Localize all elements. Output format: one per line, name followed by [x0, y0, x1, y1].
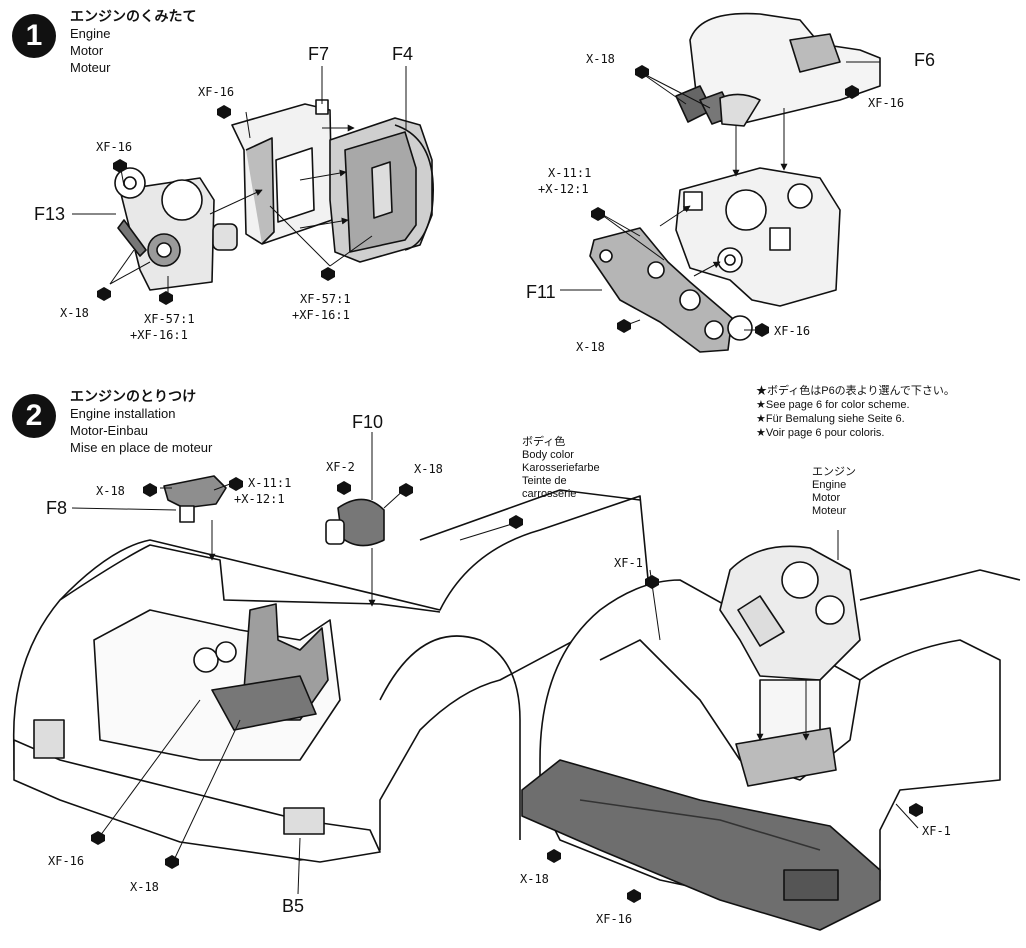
label-xf16-f13: XF-16 — [96, 140, 133, 154]
engine-block-exploded — [114, 99, 434, 291]
label-x18-body: X-18 — [130, 880, 159, 894]
label-mix-xf16-f4: +XF-16:1 — [292, 308, 350, 322]
engine-f6-f11-assembly — [589, 12, 881, 353]
label-xf1-right: XF-1 — [922, 824, 951, 838]
label-xf2: XF-2 — [326, 460, 355, 474]
body-color-fr-2: carrosserie — [522, 488, 577, 500]
step-1-title-fr: Moteur — [70, 60, 111, 75]
part-label-f6: F6 — [914, 50, 936, 70]
label-mix-x11: X-11:1 — [548, 166, 592, 180]
label-xf1-top: XF-1 — [614, 556, 643, 570]
engine-label-de: Motor — [812, 492, 841, 504]
body-shell-assembled — [521, 545, 1021, 931]
step-2-title-de: Motor-Einbau — [70, 423, 149, 438]
step-1-number: 1 — [12, 14, 56, 58]
note-de: ★Für Bemalung siehe Seite 6. — [756, 413, 905, 425]
label-x18-f8: X-18 — [96, 484, 125, 498]
part-label-f4: F4 — [392, 44, 414, 64]
note-en: ★See page 6 for color scheme. — [756, 399, 910, 411]
step-2-title-jp: エンジンのとりつけ — [70, 388, 197, 404]
engine-label-fr: Moteur — [812, 505, 847, 517]
note-jp: ★ボディ色はP6の表より選んで下さい。 — [756, 385, 955, 397]
label-mix-x11-f8: X-11:1 — [248, 476, 292, 490]
label-xf16-f6: XF-16 — [868, 96, 905, 110]
step-1-title-jp: エンジンのくみたて — [70, 8, 197, 24]
step-2-title: エンジンのとりつけ Engine installation Motor-Einb… — [70, 388, 212, 456]
part-label-f13: F13 — [34, 204, 66, 224]
engine-label-en: Engine — [812, 479, 847, 491]
color-scheme-note: ★ボディ色はP6の表より選んで下さい。 ★See page 6 for colo… — [756, 384, 955, 440]
step-1-title-de: Motor — [70, 43, 104, 58]
label-mix-xf16: +XF-16:1 — [130, 328, 188, 342]
label-xf16-right: XF-16 — [596, 912, 633, 926]
label-mix-xf57: XF-57:1 — [144, 312, 195, 326]
label-xf16-body: XF-16 — [48, 854, 85, 868]
body-color-fr-1: Teinte de — [522, 475, 567, 487]
body-shell-left — [12, 475, 651, 863]
step-1-title-en: Engine — [70, 26, 111, 41]
label-xf16-f7: XF-16 — [198, 85, 235, 99]
label-x18-f10: X-18 — [414, 462, 443, 476]
step-2-number: 2 — [12, 394, 56, 438]
label-x18-f11: X-18 — [576, 340, 605, 354]
note-fr: ★Voir page 6 pour coloris. — [756, 427, 885, 439]
engine-label: エンジン Engine Motor Moteur — [812, 466, 856, 518]
body-color-de: Karosseriefarbe — [522, 462, 600, 474]
part-label-f7: F7 — [308, 44, 330, 64]
label-x18-f13: X-18 — [60, 306, 89, 320]
label-mix-x12-f8: +X-12:1 — [234, 492, 285, 506]
step1-left-leaders — [72, 66, 407, 296]
label-x18-f6: X-18 — [586, 52, 615, 66]
part-label-b5: B5 — [282, 896, 305, 916]
body-color-en: Body color — [522, 449, 574, 461]
step-1-title: エンジンのくみたて Engine Motor Moteur — [70, 8, 197, 76]
body-color-jp: ボディ色 — [522, 436, 566, 448]
label-mix-xf57-f4: XF-57:1 — [300, 292, 351, 306]
part-label-f10: F10 — [352, 412, 384, 432]
step-2-title-fr: Mise en place de moteur — [70, 440, 213, 455]
part-label-f11: F11 — [526, 282, 556, 302]
body-color-label: ボディ色 Body color Karosseriefarbe Teinte d… — [522, 436, 600, 501]
label-xf16-f11: XF-16 — [774, 324, 811, 338]
label-mix-x12: +X-12:1 — [538, 182, 589, 196]
step-2-title-en: Engine installation — [70, 406, 176, 421]
label-x18-right: X-18 — [520, 872, 549, 886]
step1-right-leaders — [560, 61, 880, 331]
part-label-f8: F8 — [46, 498, 68, 518]
engine-label-jp: エンジン — [812, 466, 856, 478]
